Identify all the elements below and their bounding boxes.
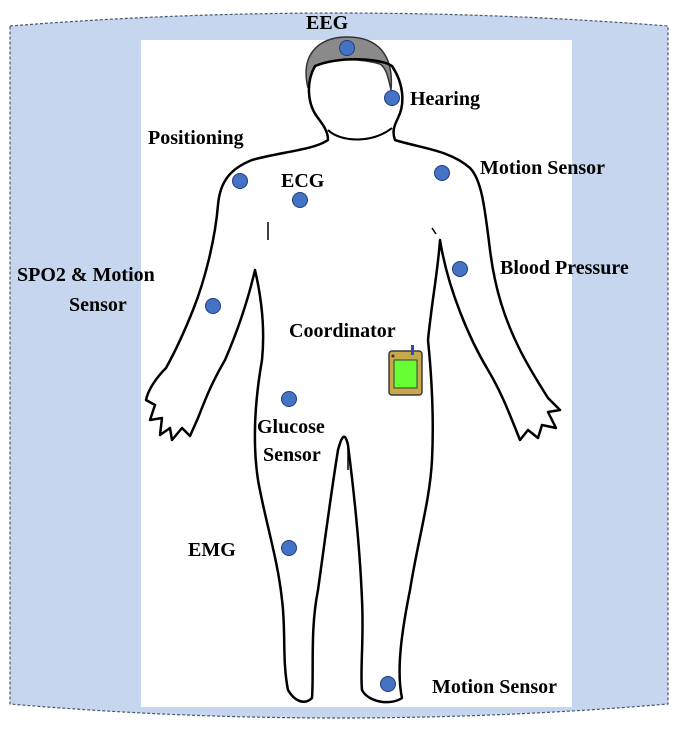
label-blood-pressure: Blood Pressure <box>500 257 629 279</box>
label-positioning: Positioning <box>148 127 244 149</box>
label-coordinator: Coordinator <box>289 320 396 342</box>
sensor-emg <box>281 540 297 556</box>
coordinator-device <box>389 345 422 395</box>
label-ecg: ECG <box>281 170 324 192</box>
sensor-blood-pressure <box>452 261 468 277</box>
label-motion-sensor-shoulder: Motion Sensor <box>480 157 605 179</box>
sensor-motion-ankle <box>380 676 396 692</box>
sensor-eeg <box>339 40 355 56</box>
sensor-ecg <box>292 192 308 208</box>
label-hearing: Hearing <box>410 88 480 110</box>
sensor-motion-shoulder <box>434 165 450 181</box>
label-eeg: EEG <box>306 12 348 34</box>
label-spo2-line2: Sensor <box>69 294 127 316</box>
label-emg: EMG <box>188 539 236 561</box>
sensor-positioning <box>232 173 248 189</box>
sensor-spo2 <box>205 298 221 314</box>
sensor-glucose <box>281 391 297 407</box>
sensor-hearing <box>384 90 400 106</box>
label-spo2-line1: SPO2 & Motion <box>17 264 155 286</box>
label-motion-sensor-ankle: Motion Sensor <box>432 676 557 698</box>
label-glucose-line1: Glucose <box>257 416 325 438</box>
label-glucose-line2: Sensor <box>263 444 321 466</box>
